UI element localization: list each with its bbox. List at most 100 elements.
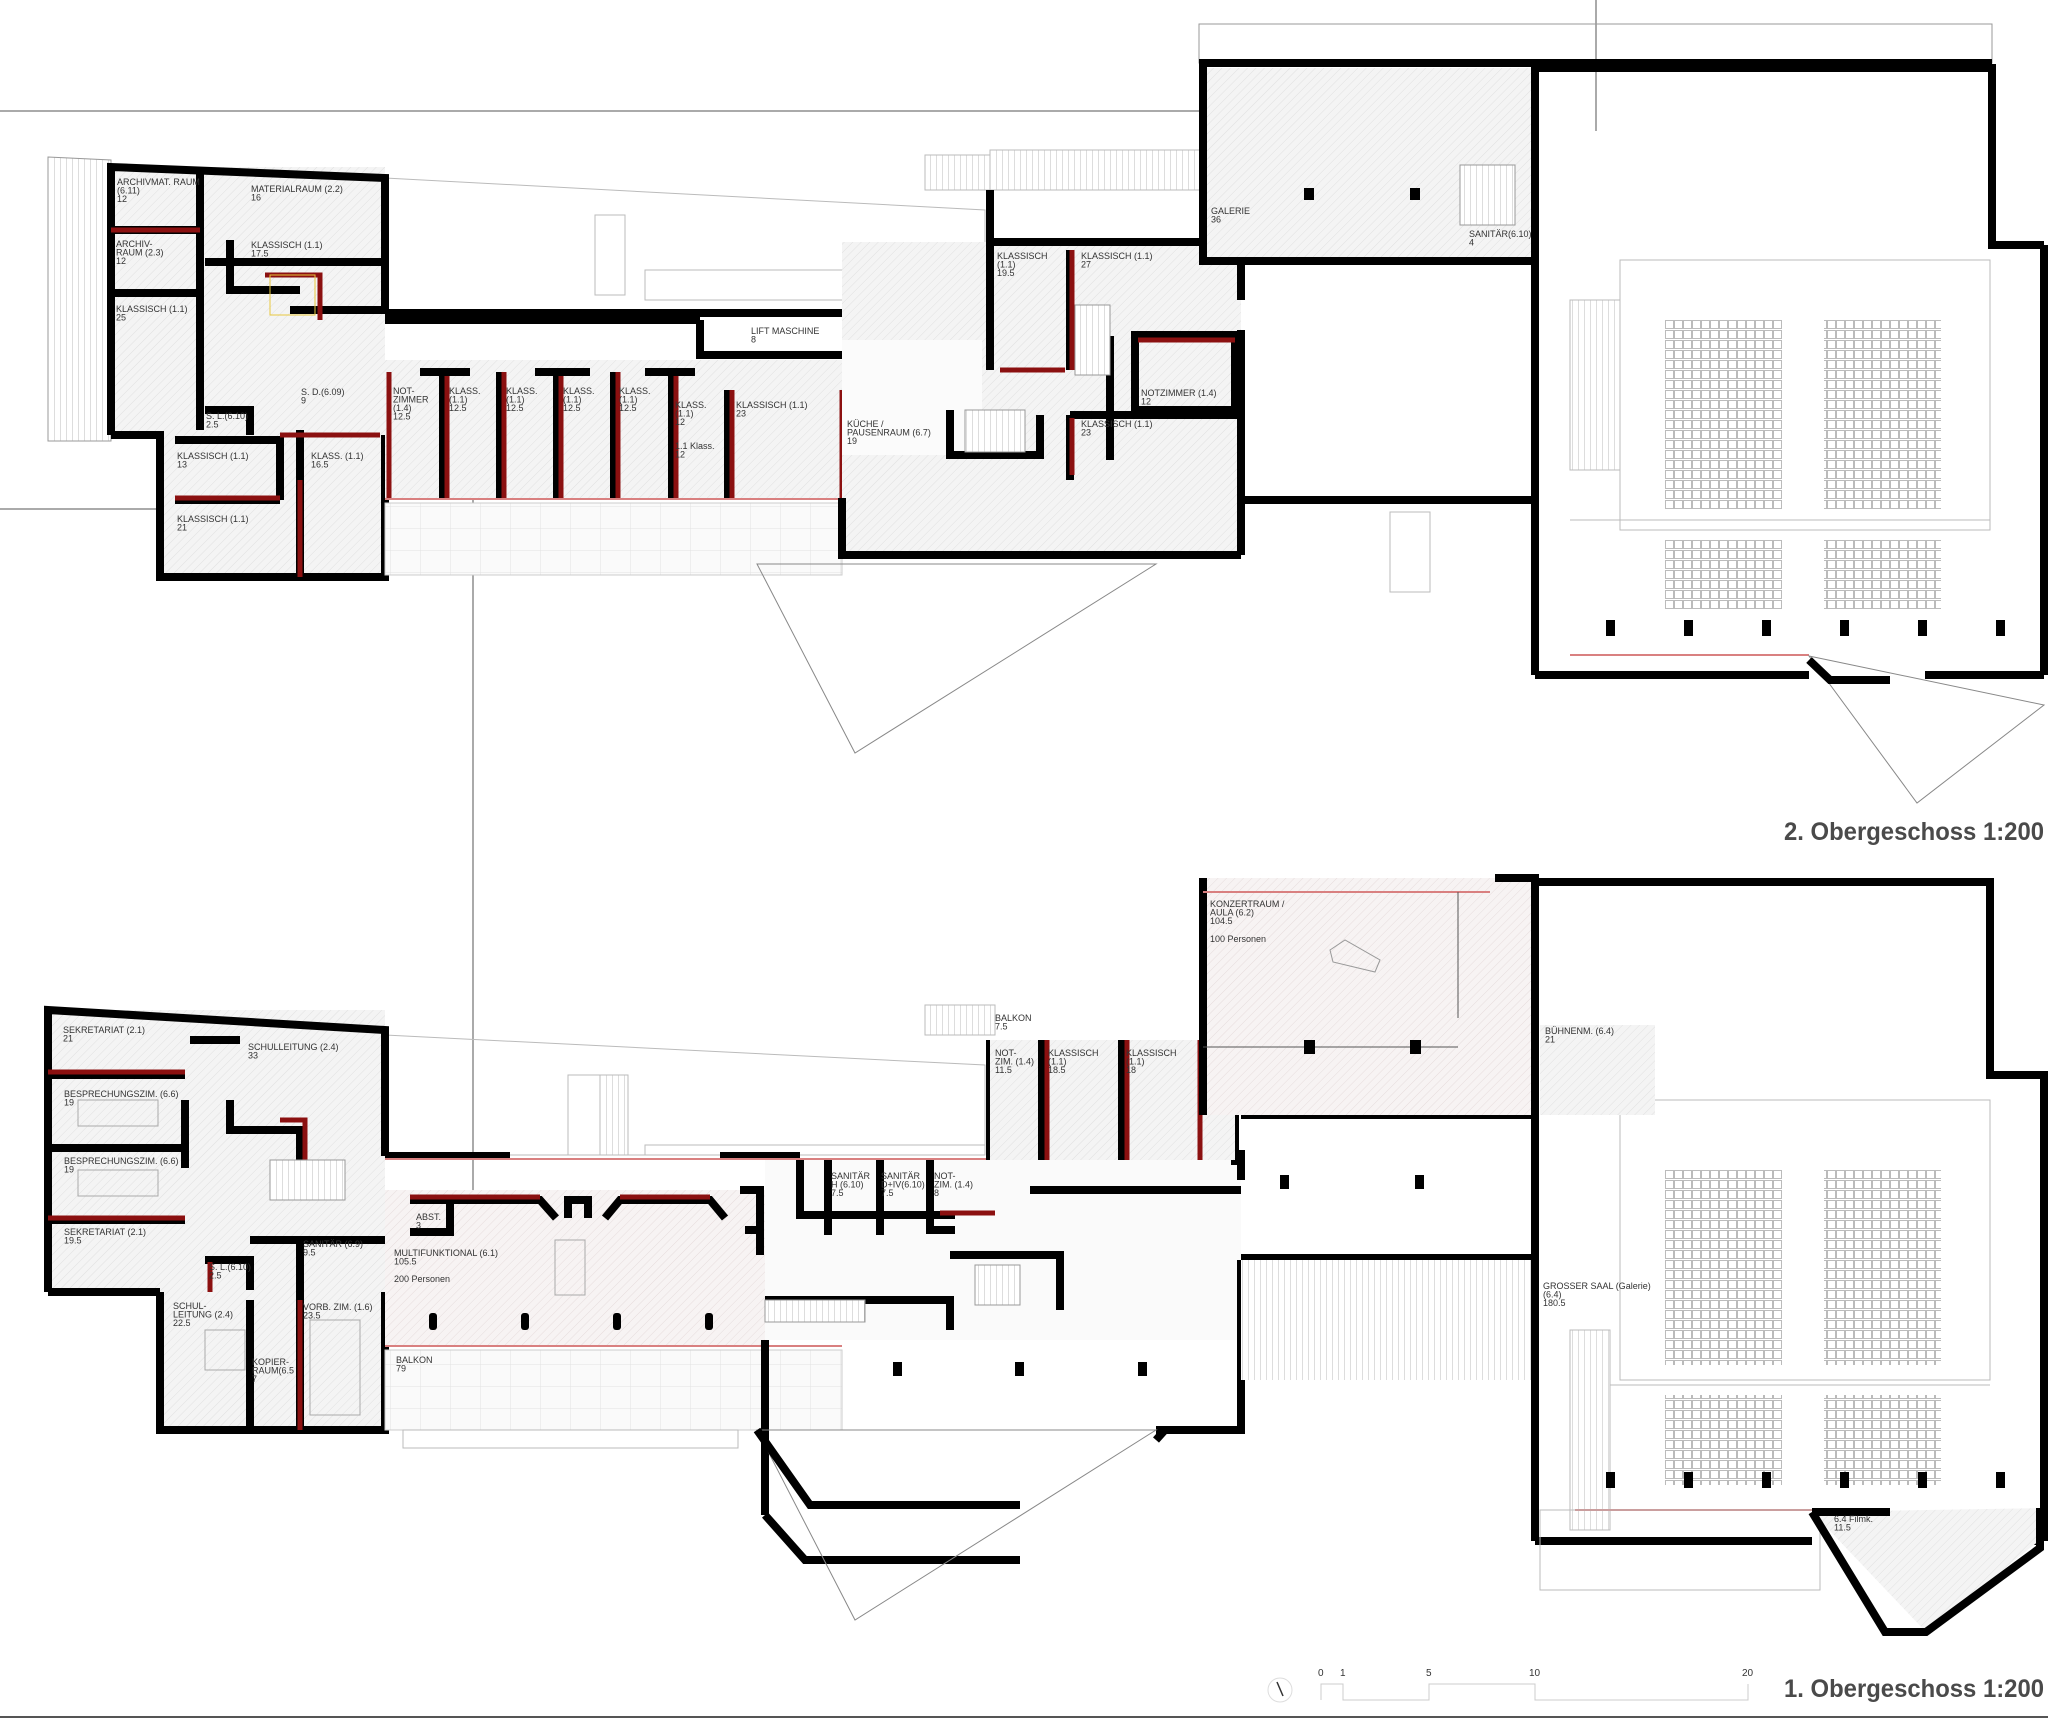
room-label-line: ARCHIV- <box>116 239 153 249</box>
room-label: BESPRECHUNGSZIM. (6.6)19 <box>64 1156 179 1175</box>
room-label-line: 21 <box>63 1034 73 1044</box>
room-label-line: ZIMMER <box>393 395 429 405</box>
room-label-line: KLASS. (1.1) <box>311 451 364 461</box>
room-label: NOT-ZIM. (1.4)11.5 <box>995 1048 1034 1075</box>
room-label: SEKRETARIAT (2.1)21 <box>63 1025 145 1044</box>
room-label-line: KLASSISCH (1.1) <box>251 240 323 250</box>
room-label-line: 17.5 <box>251 249 269 259</box>
room-label-line: 21 <box>1545 1035 1555 1045</box>
room-label-line: 2.5 <box>206 420 219 430</box>
room-label-line: BESPRECHUNGSZIM. (6.6) <box>64 1089 179 1099</box>
scale-bar: 0 1 5 10 20 <box>1267 1668 1754 1703</box>
room-label-line: LIFT MASCHINE <box>751 326 819 336</box>
room-label-line: 27 <box>1081 260 1091 270</box>
room-label-line: 100 Personen <box>1210 934 1266 944</box>
scale-tick-20: 20 <box>1742 1668 1754 1679</box>
room-label-line: 25 <box>116 313 126 323</box>
room-label-line: 8 <box>751 335 756 345</box>
room-label: ARCHIV-RAUM (2.3)12 <box>116 239 164 266</box>
room-label: SANITÄR (6.9)9.5 <box>303 1239 363 1258</box>
room-label-line: (1.1) <box>675 409 694 419</box>
room-label: KLASSISCH(1.1)18 <box>1126 1048 1177 1075</box>
room-label-line: 11.5 <box>995 1065 1012 1075</box>
room-label-line: NOT- <box>934 1171 956 1181</box>
room-label-line: KLASS. <box>449 386 481 396</box>
room-label-line: KLASSISCH (1.1) <box>1081 251 1153 261</box>
room-label-line: 12 <box>116 256 126 266</box>
room-label-line: 6.4 Filmk. <box>1834 1514 1873 1524</box>
room-label-line: 23 <box>1081 428 1091 438</box>
room-label-line: 12 <box>117 194 127 204</box>
room-label-line: (1.4) <box>393 403 412 413</box>
room-label-line: SCHUL- <box>173 1301 207 1311</box>
room-label-line: (6.4) <box>1543 1290 1562 1300</box>
scale-tick-0: 0 <box>1318 1668 1324 1679</box>
room-label: BÜHNENM. (6.4)21 <box>1545 1026 1614 1045</box>
room-label-line: (1.1) <box>1126 1057 1145 1067</box>
room-label: KLASSISCH (1.1)17.5 <box>251 240 323 259</box>
room-label: NOT-ZIMMER(1.4)12.5 <box>393 386 429 422</box>
room-label-line: 22.5 <box>173 1318 191 1328</box>
scale-tick-10: 10 <box>1529 1668 1541 1679</box>
room-label-line: PAUSENRAUM (6.7) <box>847 428 931 438</box>
room-label-line: 12.5 <box>506 403 524 413</box>
room-label-line: 104.5 <box>1210 916 1233 926</box>
room-label: KLASS.(1.1)12 <box>675 400 707 427</box>
room-label-line: KLASSISCH (1.1) <box>177 451 249 461</box>
room-label-line: KLASSISCH <box>997 251 1048 261</box>
room-label: KÜCHE /PAUSENRAUM (6.7)19 <box>847 419 931 446</box>
room-label: KLASSISCH (1.1)13 <box>177 451 249 470</box>
room-label-line: 16 <box>251 193 261 203</box>
room-label-line: (1.1) <box>449 395 468 405</box>
room-label-line: KLASSISCH <box>1126 1048 1177 1058</box>
room-label-line: 4 <box>1469 238 1474 248</box>
room-label-line: 9.5 <box>303 1248 316 1258</box>
room-label-line: BÜHNENM. (6.4) <box>1545 1026 1614 1036</box>
room-label-line: 7.5 <box>995 1022 1008 1032</box>
room-label-line: ABST. <box>416 1212 441 1222</box>
room-label: KLASS.(1.1)12.5 <box>506 386 538 413</box>
room-label: KLASSISCH(1.1)18.5 <box>1048 1048 1099 1075</box>
room-label-line: 9 <box>301 396 306 406</box>
room-label: KLASS. (1.1)16.5 <box>311 451 364 470</box>
room-label-line: SCHULLEITUNG (2.4) <box>248 1042 339 1052</box>
room-label: 1.1 Klass.12 <box>675 441 715 460</box>
room-label-line: 19.5 <box>997 268 1015 278</box>
room-label: 6.4 Filmk.11.5 <box>1834 1514 1873 1533</box>
room-label-line: RAUM(6.5 <box>252 1366 294 1376</box>
room-label-line: 16.5 <box>311 460 329 470</box>
room-label-line: KLASSISCH (1.1) <box>736 400 808 410</box>
room-label: S. L.(6.10)2.5 <box>206 411 248 430</box>
room-label: GROSSER SAAL (Galerie)(6.4)180.5 <box>1543 1281 1651 1308</box>
room-label-line: 12 <box>675 450 685 460</box>
room-label: KLASSISCH(1.1)19.5 <box>997 251 1048 278</box>
room-label: SEKRETARIAT (2.1)19.5 <box>64 1227 146 1246</box>
room-label-line: (1.1) <box>619 395 638 405</box>
room-label: VORB. ZIM. (1.6)23.5 <box>303 1302 373 1321</box>
room-label-line: SANITÄR(6.10) <box>1469 229 1532 239</box>
room-label: NOT-ZIM. (1.4)8 <box>934 1171 973 1198</box>
room-label-line: 1.1 Klass. <box>675 441 715 451</box>
room-label-line: SANITÄR <box>831 1171 871 1181</box>
room-label-line: 12.5 <box>393 412 411 422</box>
room-label-line: KLASSISCH (1.1) <box>177 514 249 524</box>
lower-floor-plan: 1. Obergeschoss 1:200 <box>44 874 2048 1703</box>
upper-floor-title: 2. Obergeschoss 1:200 <box>1784 818 2044 846</box>
room-label-line: KOPIER- <box>252 1357 289 1367</box>
lower-floor-title: 1. Obergeschoss 1:200 <box>1784 1675 2044 1703</box>
room-label-line: 21 <box>177 523 187 533</box>
room-label-line: 12.5 <box>563 403 581 413</box>
room-label: KLASSISCH (1.1)23 <box>1081 419 1153 438</box>
room-label-line: (1.1) <box>1048 1057 1067 1067</box>
room-label-line: 2.5 <box>209 1271 222 1281</box>
room-label-line: SEKRETARIAT (2.1) <box>63 1025 145 1035</box>
room-label-line: H (6.10) <box>831 1180 864 1190</box>
room-label-line: S. L.(6.10) <box>206 411 248 421</box>
